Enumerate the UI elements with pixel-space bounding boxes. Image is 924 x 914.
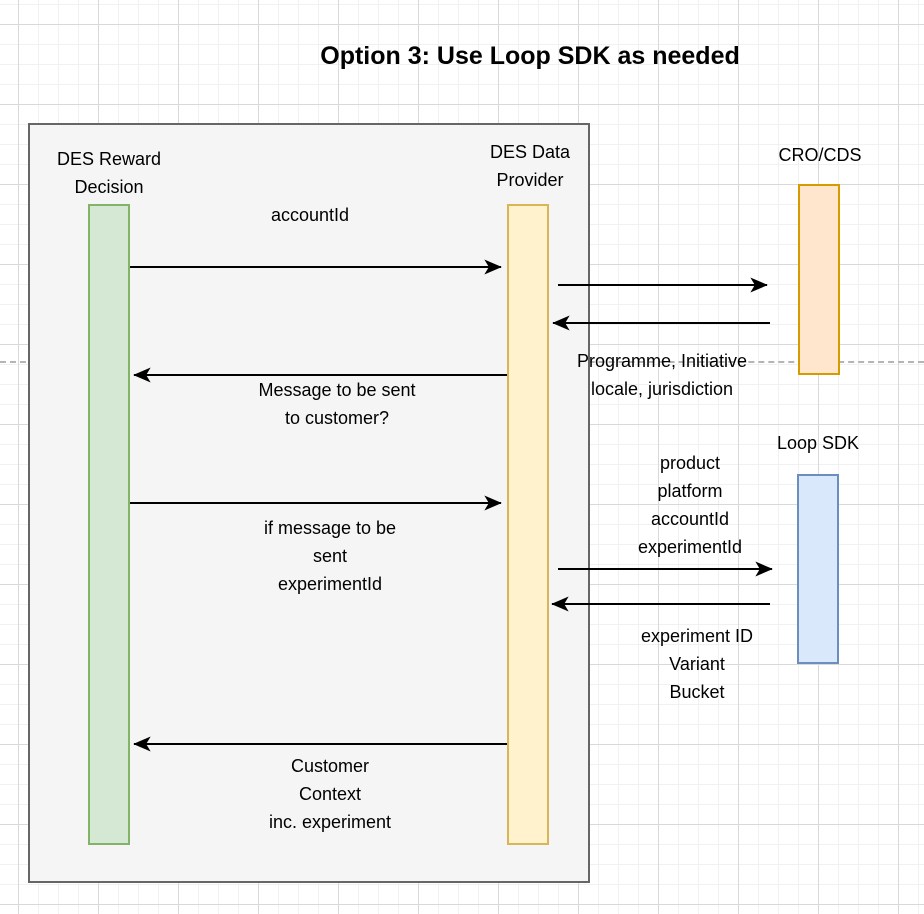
message-label-accountid: accountId [270, 205, 350, 225]
actor-label-cro-cds: CRO/CDS [778, 145, 862, 165]
message-label-loop-request: product platform accountId experimentId [637, 453, 743, 557]
lifeline-bar-cro-cds[interactable] [798, 184, 840, 375]
message-label-customer-context: Customer Context inc. experiment [268, 756, 392, 832]
actor-label-loop-sdk: Loop SDK [776, 433, 860, 453]
message-label-if-message: if message to be sent experimentId [263, 518, 397, 594]
actor-label-des-reward-decision: DES Reward Decision [56, 149, 162, 197]
message-label-message-to-customer: Message to be sent to customer? [258, 380, 416, 428]
actor-label-des-data-provider: DES Data Provider [489, 142, 571, 190]
diagram-title: Option 3: Use Loop SDK as needed [320, 42, 740, 70]
lifeline-bar-des-reward-decision[interactable] [88, 204, 130, 845]
lifeline-bar-des-data-provider[interactable] [507, 204, 549, 845]
message-label-programme-initiative: Programme, Initiative locale, jurisdicti… [576, 351, 748, 399]
message-label-loop-response: experiment ID Variant Bucket [640, 626, 754, 702]
lifeline-bar-loop-sdk[interactable] [797, 474, 839, 664]
